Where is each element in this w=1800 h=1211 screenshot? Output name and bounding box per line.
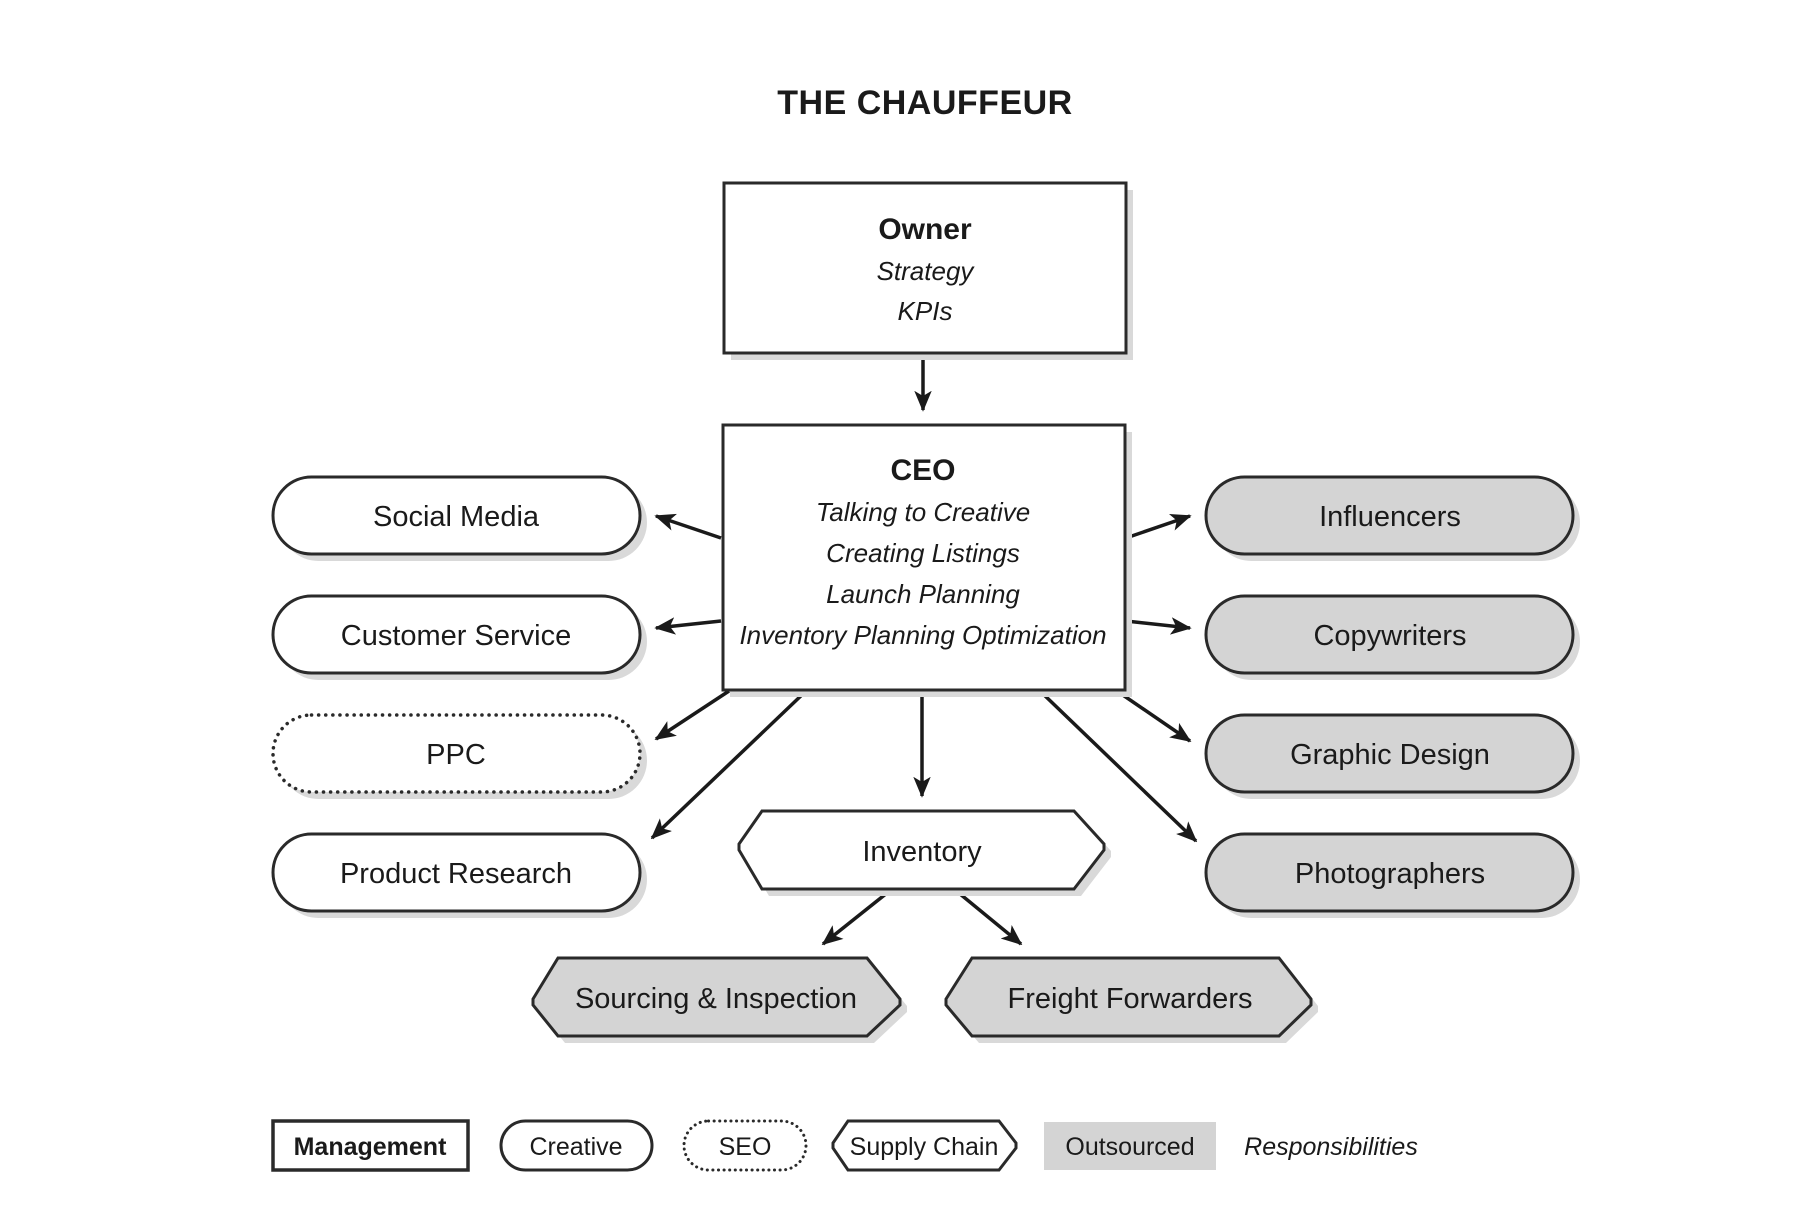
edge-ceo-social-media (654, 513, 722, 540)
influencers-label: Influencers (1319, 501, 1461, 533)
node-product-research[interactable]: Product Research (271, 832, 647, 918)
legend-creative: Creative (499, 1119, 654, 1172)
node-photographers[interactable]: Photographers (1204, 832, 1580, 918)
sourcing-inspection-label: Sourcing & Inspection (575, 983, 857, 1015)
edge-ceo-customer-service (654, 617, 722, 635)
freight-forwarders-label: Freight Forwarders (1008, 983, 1253, 1015)
node-owner[interactable]: Owner Strategy KPIs (722, 181, 1133, 360)
owner-responsibility: Strategy (877, 256, 976, 286)
legend-seo-label: SEO (719, 1133, 772, 1161)
edges (650, 355, 1198, 946)
inventory-label: Inventory (862, 836, 982, 868)
ceo-responsibility: Launch Planning (826, 579, 1020, 609)
customer-service-label: Customer Service (341, 620, 571, 652)
legend-supply-chain-label: Supply Chain (850, 1133, 999, 1161)
photographers-label: Photographers (1295, 858, 1485, 890)
edge-ceo-product-research (650, 689, 808, 840)
legend-outsourced: Outsourced (1044, 1122, 1216, 1170)
node-social-media[interactable]: Social Media (271, 475, 647, 561)
edge-ceo-graphic-design (1116, 689, 1192, 743)
product-research-label: Product Research (340, 858, 572, 890)
ceo-responsibility: Talking to Creative (816, 497, 1030, 527)
node-freight-forwarders[interactable]: Freight Forwarders (944, 956, 1318, 1043)
social-media-label: Social Media (373, 501, 540, 533)
ceo-title: CEO (890, 454, 955, 487)
diagram-title: THE CHAUFFEUR (777, 84, 1072, 122)
legend-seo: SEO (682, 1119, 808, 1172)
node-customer-service[interactable]: Customer Service (271, 594, 647, 680)
graphic-design-label: Graphic Design (1290, 739, 1490, 771)
edge-inventory-freight (952, 887, 1023, 946)
node-ceo[interactable]: CEO Talking to Creative Creating Listing… (721, 423, 1132, 697)
legend-creative-label: Creative (529, 1133, 622, 1161)
ceo-responsibility: Inventory Planning Optimization (739, 620, 1106, 650)
edge-inventory-sourcing (821, 887, 894, 946)
owner-responsibility: KPIs (898, 296, 953, 326)
edge-ceo-copywriters (1125, 617, 1192, 635)
node-ppc[interactable]: PPC (271, 713, 647, 799)
ceo-responsibility: Creating Listings (826, 538, 1020, 568)
node-inventory[interactable]: Inventory (737, 809, 1111, 896)
ppc-label: PPC (426, 739, 486, 771)
legend-management: Management (271, 1119, 470, 1172)
owner-title: Owner (878, 213, 972, 246)
legend-supply-chain: Supply Chain (831, 1119, 1018, 1172)
legend-outsourced-label: Outsourced (1065, 1133, 1194, 1161)
legend: Management Creative SEO Supply Chain Out… (271, 1119, 1418, 1172)
legend-management-label: Management (294, 1133, 447, 1161)
edge-ceo-ppc (654, 689, 730, 741)
node-influencers[interactable]: Influencers (1204, 475, 1580, 561)
legend-responsibilities-label: Responsibilities (1244, 1133, 1418, 1161)
edge-ceo-photographers (1038, 689, 1198, 843)
node-sourcing-inspection[interactable]: Sourcing & Inspection (531, 956, 907, 1043)
node-graphic-design[interactable]: Graphic Design (1204, 713, 1580, 799)
copywriters-label: Copywriters (1313, 620, 1466, 652)
node-copywriters[interactable]: Copywriters (1204, 594, 1580, 680)
edge-ceo-influencers (1125, 513, 1192, 540)
